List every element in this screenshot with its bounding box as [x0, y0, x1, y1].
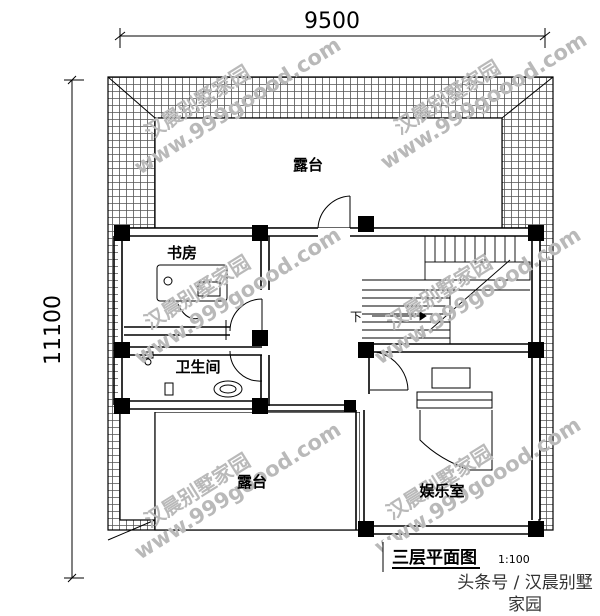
entertainment-area [360, 348, 538, 532]
room-label-terrace-north: 露台 [293, 156, 323, 174]
source-caption: 头条号 / 汉晨别墅家园 [455, 572, 595, 615]
doors [225, 195, 409, 406]
dimension-lines [64, 28, 551, 583]
walls [113, 227, 541, 535]
room-label-entertainment: 娱乐室 [419, 482, 464, 500]
roof-hips [107, 76, 554, 541]
stair-down-label: 下 [350, 310, 362, 324]
dimension-width: 9500 [304, 9, 360, 34]
terrace-north-area [154, 117, 503, 229]
title-box [383, 540, 540, 570]
furniture [142, 264, 493, 471]
plan-title: 三层平面图 [392, 548, 477, 568]
room-label-terrace-south: 露台 [237, 473, 267, 491]
plan-scale: 1:100 [498, 553, 530, 566]
room-label-study: 书房 [167, 244, 197, 262]
stairs [362, 236, 531, 344]
room-label-bathroom: 卫生间 [175, 358, 220, 376]
floor-plan: 9500 11100 [41, 9, 591, 583]
dimension-height: 11100 [41, 295, 66, 365]
columns [114, 216, 544, 537]
